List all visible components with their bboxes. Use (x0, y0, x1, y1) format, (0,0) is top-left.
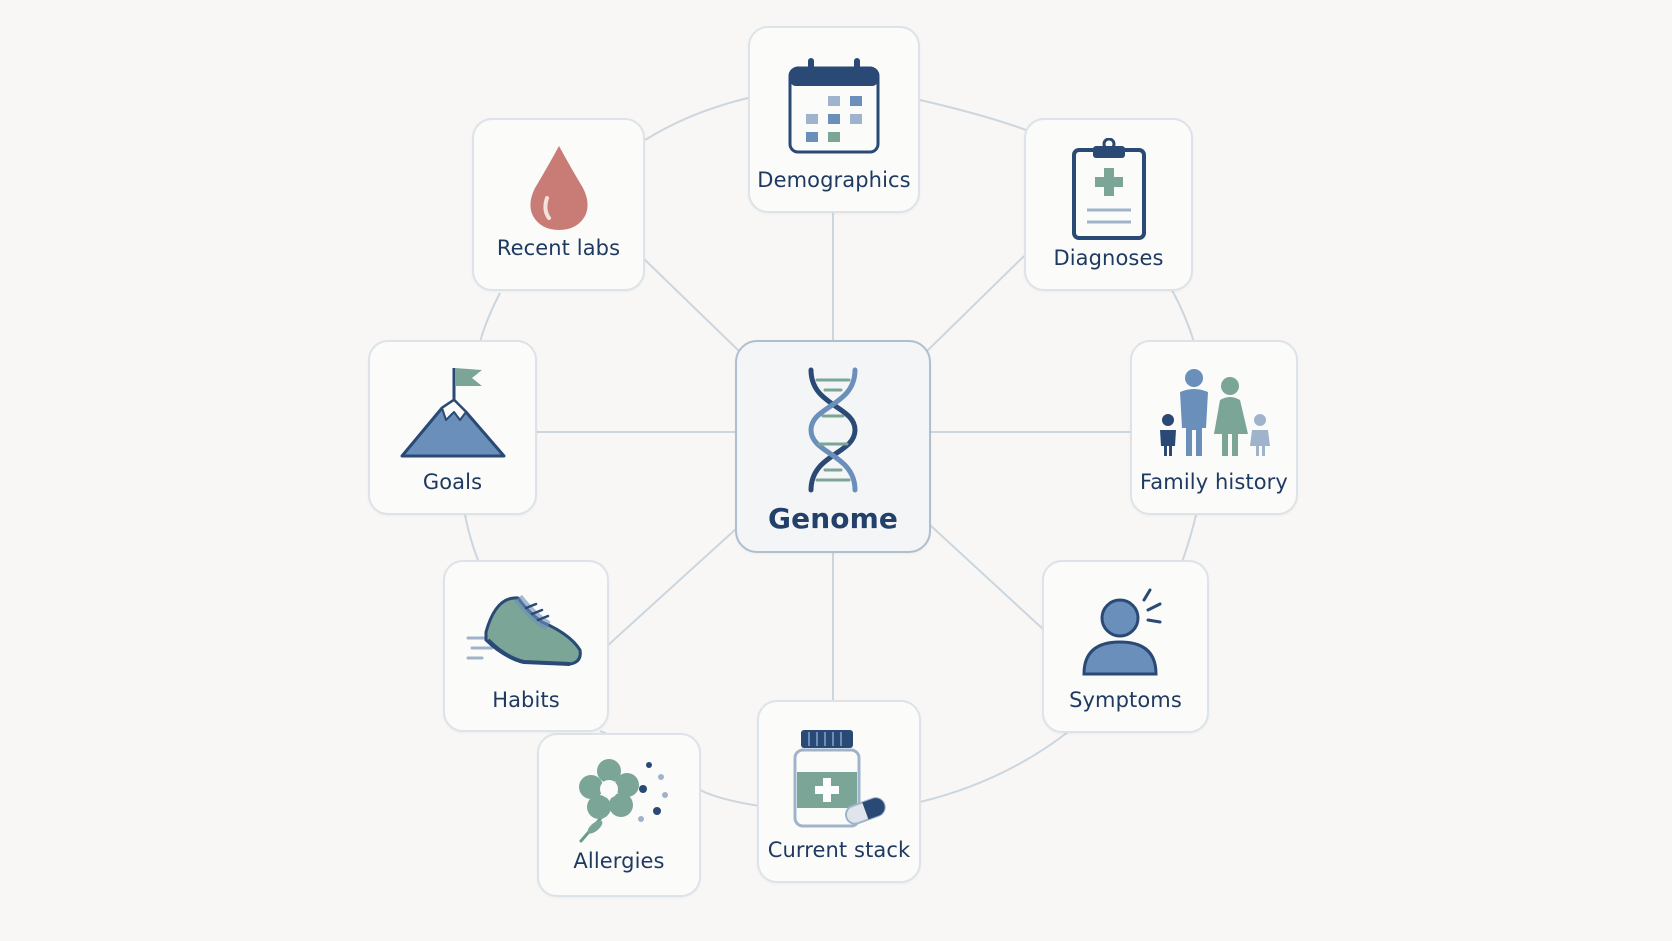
calendar-icon (750, 56, 918, 156)
spoke (605, 527, 738, 648)
node-label: Family history (1140, 470, 1288, 494)
node-label: Recent labs (496, 236, 621, 260)
node-diagnoses[interactable]: Diagnoses (1024, 118, 1193, 291)
flower-pollen-icon (539, 755, 699, 847)
node-symptoms[interactable]: Symptoms (1042, 560, 1209, 733)
node-demographics[interactable]: Demographics (748, 26, 920, 213)
family-icon (1132, 368, 1296, 458)
ring-arc (1171, 289, 1195, 343)
node-label: Habits (492, 688, 560, 712)
ring-arc (919, 731, 1069, 803)
node-current-stack[interactable]: Current stack (757, 700, 921, 883)
center-label: Genome (768, 502, 898, 535)
node-label: Symptoms (1069, 688, 1182, 712)
node-label: Current stack (767, 838, 911, 862)
node-habits[interactable]: Habits (443, 560, 609, 732)
node-label: Demographics (757, 168, 911, 192)
blood-drop-icon (474, 144, 643, 232)
center-node-genome[interactable]: Genome (735, 340, 931, 553)
dna-icon (737, 366, 929, 494)
mountain-flag-icon (370, 364, 535, 460)
node-allergies[interactable]: Allergies (537, 733, 701, 897)
ring-arc (464, 514, 479, 561)
node-label: Diagnoses (1053, 246, 1164, 270)
ring-arc (1181, 514, 1197, 563)
spoke (924, 255, 1025, 354)
ring-arc (479, 292, 501, 343)
ring-arc (644, 97, 749, 141)
node-family-history[interactable]: Family history (1130, 340, 1298, 515)
ring-arc (919, 99, 1027, 131)
node-goals[interactable]: Goals (368, 340, 537, 515)
ring-arc (699, 789, 761, 807)
sneaker-icon (445, 590, 607, 672)
person-alert-icon (1044, 582, 1207, 678)
node-label: Allergies (573, 849, 665, 873)
spoke (929, 524, 1045, 631)
pill-bottle-icon (759, 726, 919, 830)
node-label: Goals (422, 470, 483, 494)
clipboard-icon (1026, 138, 1191, 242)
spoke (642, 257, 740, 352)
node-recent-labs[interactable]: Recent labs (472, 118, 645, 291)
